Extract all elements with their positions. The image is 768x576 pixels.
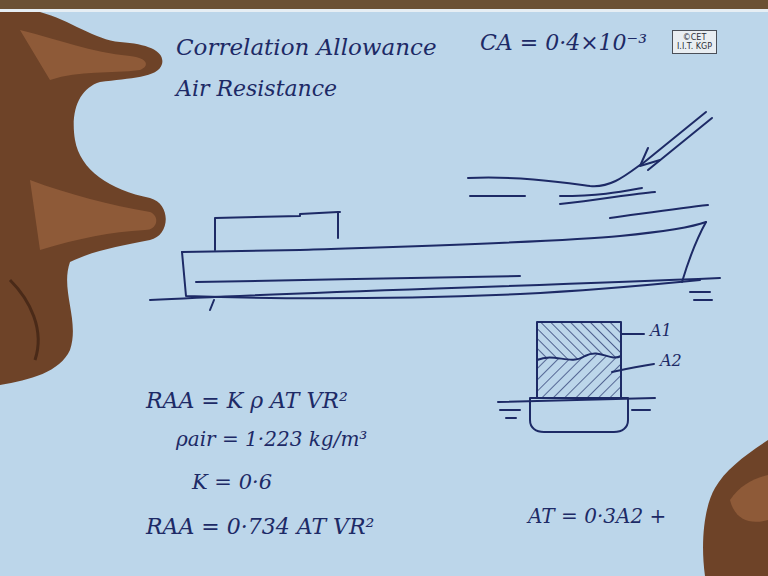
leader-line [622,333,644,335]
streamline [468,165,708,218]
formula: RAA = 0·734 AT VR² [146,514,374,539]
formula: CA = 0·4×10⁻³ [480,30,647,55]
formula: K = 0·6 [192,470,272,494]
area-label: A1 [650,322,672,340]
watermark-text: I.I.T. KGP [677,42,712,51]
paper-edge [0,9,768,12]
board-edge [0,0,768,9]
watermark-text: ©CET [677,33,712,42]
wind-arrow [640,112,712,170]
heading-note: Correlation Allowance [176,34,437,60]
watermark-box: ©CETI.I.T. KGP [672,30,717,54]
leader-line [612,364,654,372]
midship-section [498,322,655,432]
formula: ρair = 1·223 kg/m³ [176,428,367,451]
heading-note: Air Resistance [176,76,337,101]
formula: RAA = K ρ AT VR² [146,388,348,413]
area-label: A2 [660,352,682,370]
formula: AT = 0·3A2 + [528,505,666,528]
hand [703,440,768,576]
ship-profile [150,212,720,310]
hand [0,12,166,385]
